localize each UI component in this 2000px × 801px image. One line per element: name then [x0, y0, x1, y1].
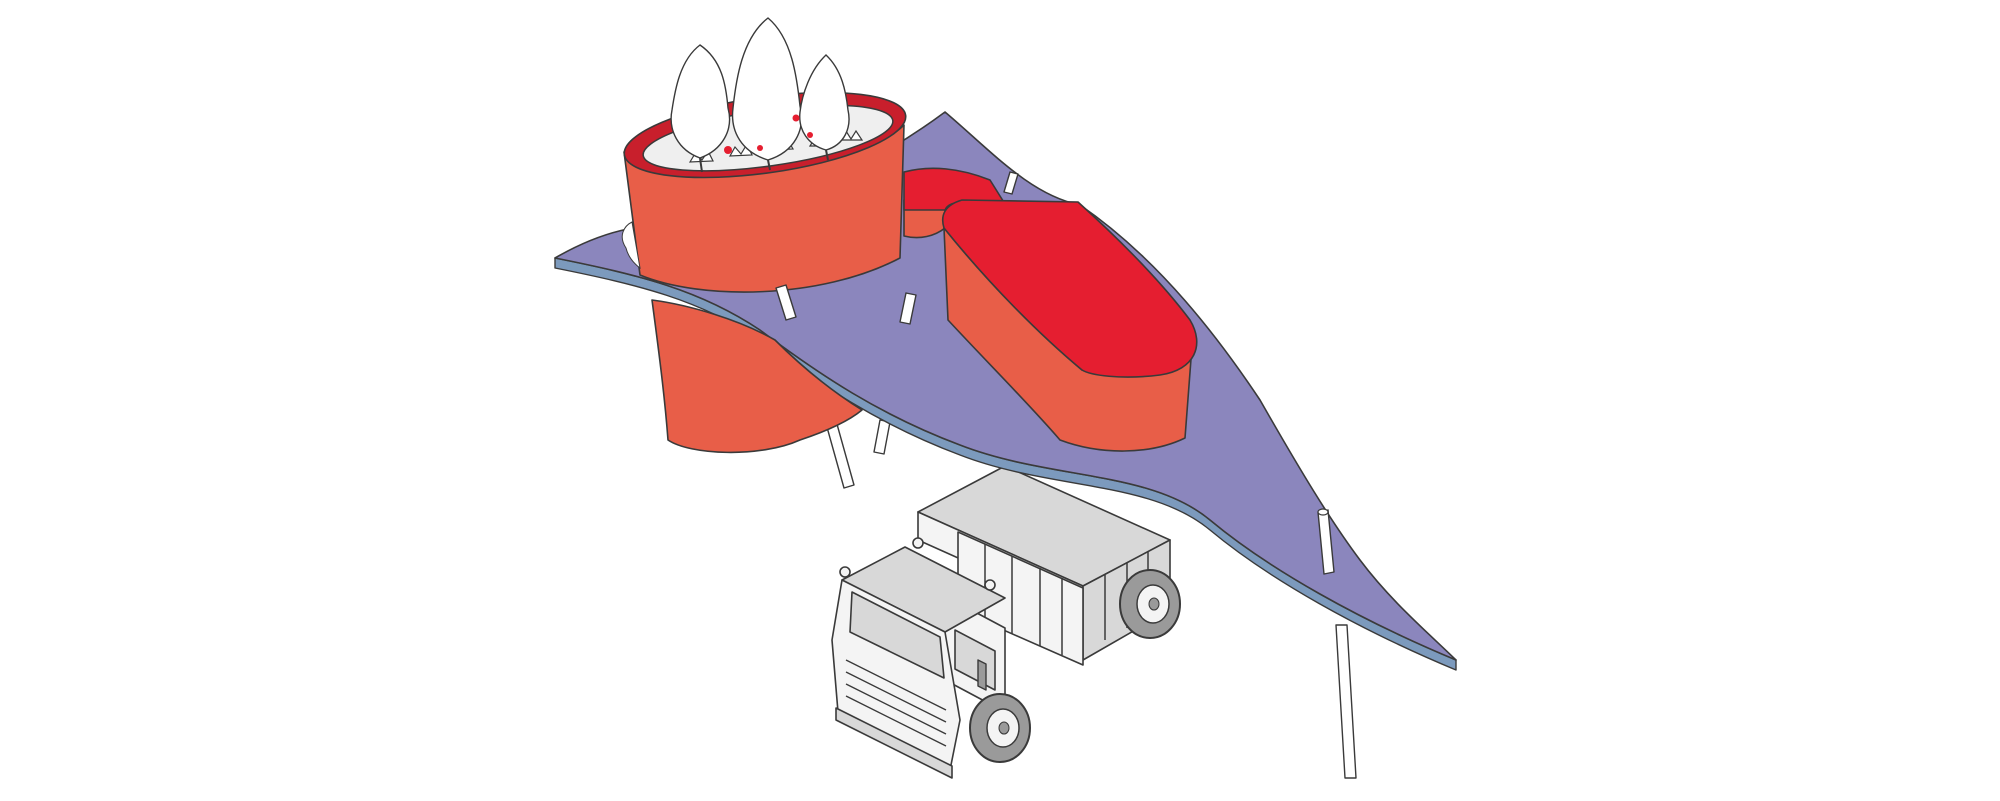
truck-rear-wheel	[1119, 569, 1181, 639]
planter-flowers	[724, 114, 813, 154]
canopy-opening	[621, 221, 641, 270]
tree-icon	[799, 54, 850, 161]
truck-windshield	[849, 591, 945, 679]
planter-tower-lower	[651, 299, 863, 454]
column	[899, 292, 917, 325]
column	[775, 284, 797, 321]
column	[1335, 624, 1357, 779]
tree-icon	[670, 44, 731, 173]
support-columns-upper	[775, 171, 1335, 575]
dump-truck-icon	[831, 465, 1181, 779]
truck-roof-lights	[839, 537, 996, 591]
planter-tower-lower-side	[651, 299, 863, 454]
planter-block	[941, 199, 1198, 452]
tree-icon	[731, 17, 803, 171]
column	[873, 419, 891, 455]
column	[1003, 171, 1019, 195]
planter-block-top	[941, 199, 1198, 378]
planter-tower	[623, 17, 907, 293]
column-cap	[1317, 508, 1329, 516]
truck-bumper	[835, 707, 953, 779]
truck-front-wheel	[969, 693, 1031, 763]
truck-grille	[845, 659, 947, 747]
truck-mirror	[977, 659, 987, 691]
